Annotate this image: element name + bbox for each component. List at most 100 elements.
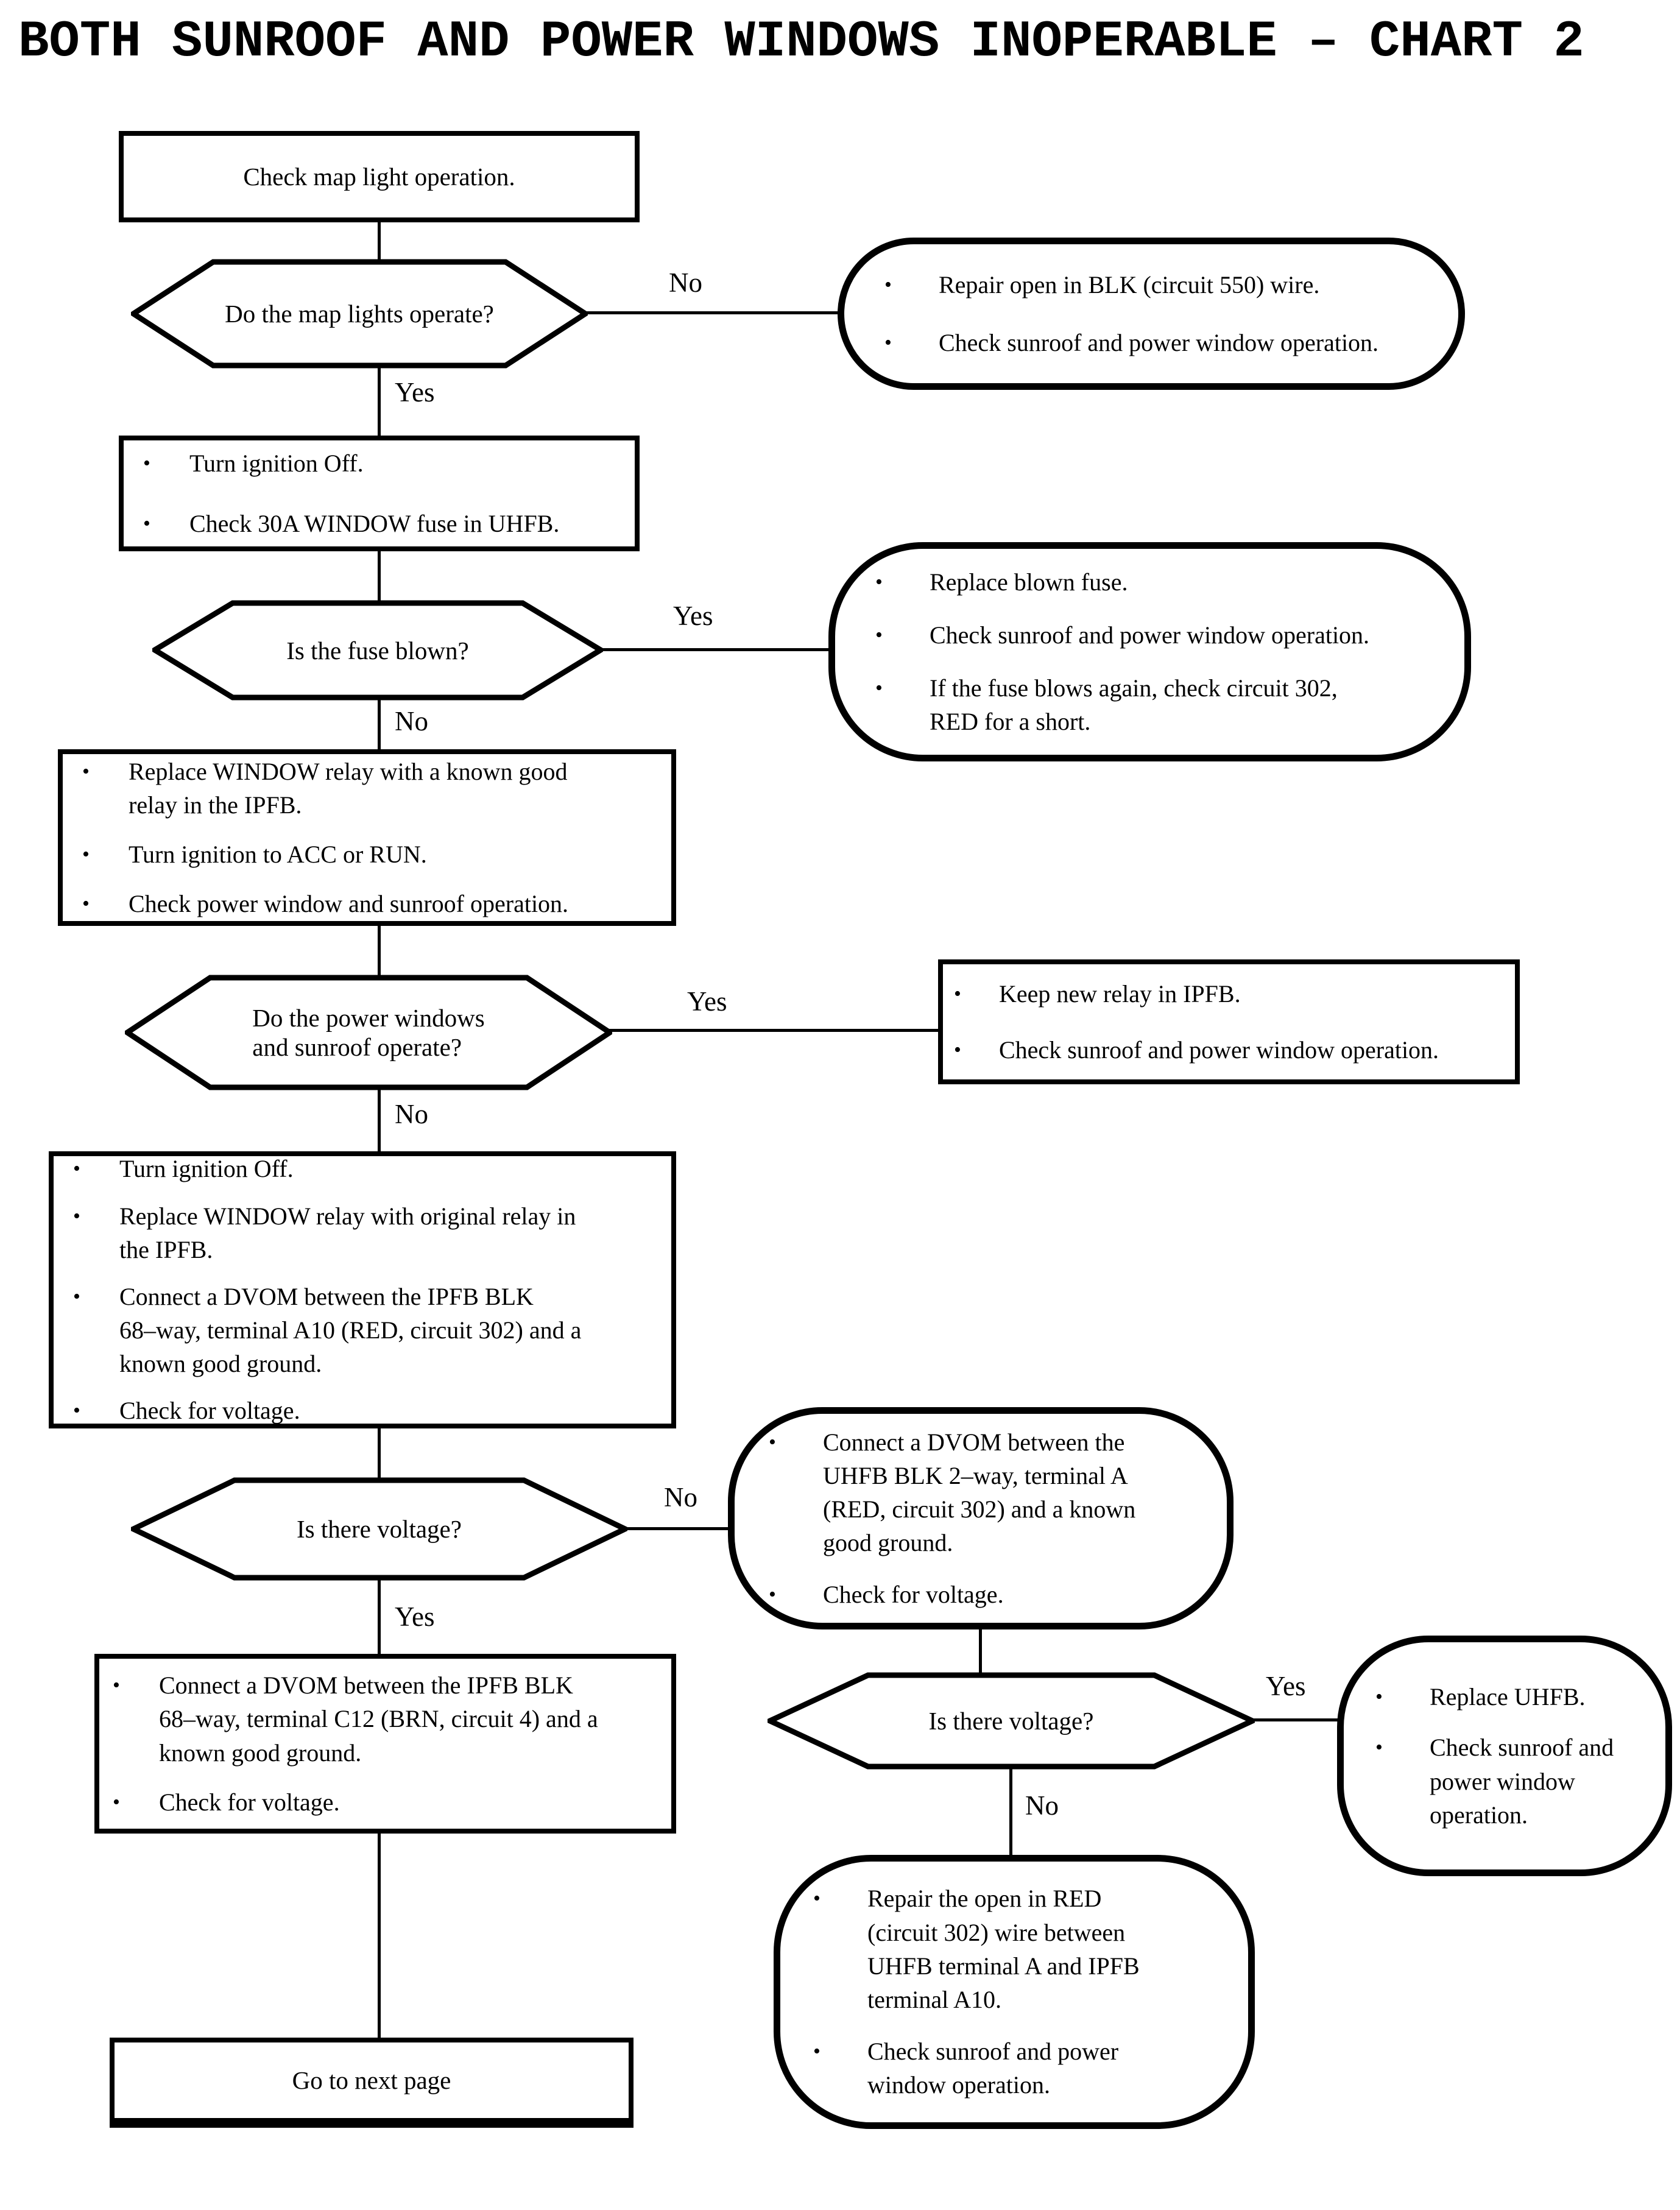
bullet-item: • If the fuse blows again, check circuit… <box>873 671 1456 738</box>
bullet-item: • Replace WINDOW relay with a known good… <box>80 755 663 822</box>
hexagon-shape <box>131 1477 627 1581</box>
bullet-dot-icon: • <box>73 1204 80 1227</box>
edge-label-no: No <box>664 1482 697 1513</box>
edge-label-yes: Yes <box>673 601 713 631</box>
bullet-dot-icon: • <box>1375 1736 1383 1759</box>
bullet-item: • Check for voltage. <box>766 1578 1218 1611</box>
connector-line <box>378 697 381 752</box>
connector-line <box>378 1830 381 2041</box>
bullet-item: • Replace blown fuse. <box>873 565 1456 599</box>
edge-label-no: No <box>395 706 428 736</box>
bullet-item: • Check sunroof and power window operati… <box>1373 1731 1657 1832</box>
node-text: Do the map lights operate? <box>225 300 494 328</box>
bullet-dot-icon: • <box>82 760 90 783</box>
decision-voltage-ipfb: Is there voltage? <box>131 1477 627 1581</box>
decision-fuse-blown: Is the fuse blown? <box>152 600 603 701</box>
bullet-item: • Replace UHFB. <box>1373 1680 1657 1714</box>
process-keep-new-relay: • Keep new relay in IPFB. • Check sunroo… <box>938 959 1520 1084</box>
node-text: Is there voltage? <box>297 1515 462 1543</box>
bullet-dot-icon: • <box>875 623 883 646</box>
process-dvom-ipfb-c12: • Connect a DVOM between the IPFB BLK 68… <box>94 1654 676 1834</box>
bullet-dot-icon: • <box>143 512 150 535</box>
edge-label-no: No <box>669 267 702 298</box>
node-text: Is there voltage? <box>928 1707 1094 1735</box>
bullet-item: • Connect a DVOM between the IPFB BLK 68… <box>110 1668 663 1770</box>
bullet-dot-icon: • <box>884 331 892 354</box>
bullet-item: • Connect a DVOM between the IPFB BLK 68… <box>71 1280 663 1381</box>
connector-line <box>979 1626 982 1675</box>
chart-title: BOTH SUNROOF AND POWER WINDOWS INOPERABL… <box>18 13 1584 71</box>
bullet-item: • Replace WINDOW relay with original rel… <box>71 1199 663 1266</box>
node-text: Is the fuse blown? <box>286 636 469 665</box>
bullet-item: • Repair the open in RED (circuit 302) w… <box>811 1882 1240 2016</box>
bullet-item: • Check 30A WINDOW fuse in UHFB. <box>141 507 626 540</box>
node-text: Check map light operation. <box>243 163 515 191</box>
hexagon-shape <box>768 1672 1255 1770</box>
node-text: Do the power windows and sunroof operate… <box>252 1004 485 1061</box>
bullet-item: • Turn ignition Off. <box>71 1152 663 1185</box>
decision-windows-sunroof-operate: Do the power windows and sunroof operate… <box>125 975 612 1090</box>
bullet-item: • Check sunroof and power window operati… <box>873 618 1456 652</box>
terminal-dvom-uhfb: • Connect a DVOM between the UHFB BLK 2–… <box>728 1407 1234 1629</box>
edge-label-yes: Yes <box>687 986 727 1017</box>
bullet-dot-icon: • <box>813 2040 821 2063</box>
terminal-repair-blk-550: • Repair open in BLK (circuit 550) wire.… <box>838 238 1465 390</box>
connector-line <box>609 1029 947 1032</box>
process-replace-relay-known-good: • Replace WINDOW relay with a known good… <box>58 749 676 926</box>
connector-line <box>1250 1718 1344 1721</box>
connector-line <box>1009 1767 1012 1858</box>
node-text: Go to next page <box>292 2066 451 2094</box>
connector-line <box>378 1084 381 1154</box>
bullet-item: • Check for voltage. <box>71 1394 663 1427</box>
terminal-replace-blown-fuse: • Replace blown fuse. • Check sunroof an… <box>828 542 1471 761</box>
decision-map-lights-operate: Do the map lights operate? <box>131 259 588 369</box>
hexagon-shape <box>131 259 588 369</box>
connector-line <box>599 648 834 651</box>
decision-voltage-uhfb: Is there voltage? <box>768 1672 1255 1770</box>
edge-label-no: No <box>1025 1790 1059 1821</box>
bullet-item: • Check for voltage. <box>110 1785 663 1819</box>
bullet-dot-icon: • <box>1375 1686 1383 1709</box>
bullet-dot-icon: • <box>82 892 90 916</box>
process-go-next-page: Go to next page <box>110 2038 634 2128</box>
bullet-dot-icon: • <box>884 273 892 296</box>
hexagon-shape <box>152 600 603 701</box>
edge-label-yes: Yes <box>395 377 435 408</box>
bullet-dot-icon: • <box>113 1674 120 1697</box>
bullet-item: • Check sunroof and power window operati… <box>951 1033 1506 1067</box>
connector-line <box>378 1425 381 1480</box>
edge-label-yes: Yes <box>395 1601 435 1632</box>
bullet-dot-icon: • <box>73 1157 80 1181</box>
bullet-item: • Check power window and sunroof operati… <box>80 887 663 920</box>
edge-label-no: No <box>395 1099 428 1129</box>
edge-label-yes: Yes <box>1266 1671 1306 1701</box>
connector-line <box>584 311 842 314</box>
bullet-dot-icon: • <box>954 1038 961 1061</box>
bullet-item: • Connect a DVOM between the UHFB BLK 2–… <box>766 1425 1218 1560</box>
bullet-item: • Check sunroof and power window operati… <box>811 2035 1240 2102</box>
bullet-dot-icon: • <box>875 570 883 593</box>
connector-line <box>378 365 381 439</box>
process-ignition-off-check-fuse: • Turn ignition Off. • Check 30A WINDOW … <box>119 436 640 551</box>
bullet-dot-icon: • <box>82 843 90 866</box>
connector-line <box>378 548 381 603</box>
hexagon-shape <box>125 975 612 1090</box>
bullet-dot-icon: • <box>769 1583 776 1606</box>
terminal-repair-red-302: • Repair the open in RED (circuit 302) w… <box>774 1855 1255 2129</box>
connector-line <box>378 221 381 261</box>
connector-line <box>624 1527 770 1530</box>
bullet-item: • Repair open in BLK (circuit 550) wire. <box>882 268 1450 302</box>
bullet-dot-icon: • <box>73 1285 80 1308</box>
connector-line <box>378 1578 381 1657</box>
bullet-item: • Turn ignition Off. <box>141 447 626 480</box>
bullet-dot-icon: • <box>954 983 961 1006</box>
bullet-dot-icon: • <box>813 1887 821 1910</box>
process-replace-relay-original: • Turn ignition Off. • Replace WINDOW re… <box>49 1151 676 1428</box>
process-check-map-light: Check map light operation. <box>119 131 640 222</box>
connector-line <box>378 923 381 979</box>
bullet-dot-icon: • <box>875 677 883 699</box>
terminal-replace-uhfb: • Replace UHFB. • Check sunroof and powe… <box>1337 1636 1672 1876</box>
bullet-dot-icon: • <box>73 1399 80 1422</box>
bullet-item: • Check sunroof and power window operati… <box>882 326 1450 359</box>
